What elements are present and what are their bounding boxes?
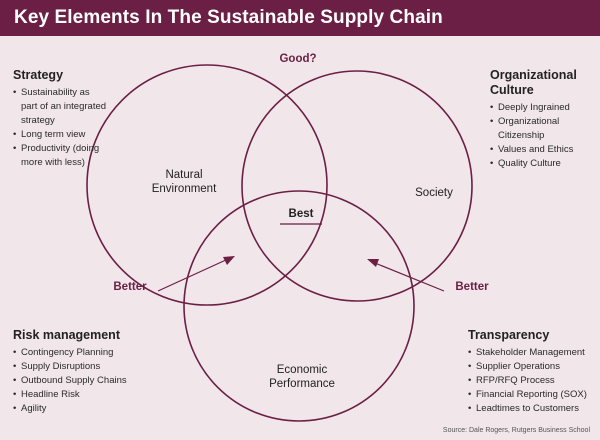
strategy-heading: Strategy bbox=[13, 68, 64, 82]
circle-society bbox=[241, 70, 473, 302]
source-credit: Source: Dale Rogers, Rutgers Business Sc… bbox=[442, 427, 590, 434]
culture-list: Deeply Ingrained OrganizationalCitizensh… bbox=[490, 101, 595, 171]
list-item: Agility bbox=[13, 402, 193, 416]
better-right-arrow-line bbox=[374, 262, 445, 292]
list-item: Stakeholder Management bbox=[468, 346, 598, 360]
label-good: Good? bbox=[279, 53, 316, 65]
label-economic-line2: Performance bbox=[269, 378, 335, 390]
arrowhead-left-icon bbox=[223, 256, 235, 265]
label-natural-line1: Natural bbox=[165, 169, 202, 181]
title-bar: Key Elements In The Sustainable Supply C… bbox=[0, 0, 600, 36]
list-item: Deeply Ingrained bbox=[490, 101, 595, 115]
label-best: Best bbox=[289, 208, 314, 220]
arrowhead-right-icon bbox=[367, 259, 379, 267]
page-title: Key Elements In The Sustainable Supply C… bbox=[14, 7, 443, 28]
list-item: Outbound Supply Chains bbox=[13, 374, 193, 388]
transparency-heading: Transparency bbox=[468, 328, 550, 342]
list-item: Contingency Planning bbox=[13, 346, 193, 360]
list-item: Headline Risk bbox=[13, 388, 193, 402]
list-item: Values and Ethics bbox=[490, 143, 595, 157]
label-society: Society bbox=[415, 187, 453, 199]
better-left-arrow-line bbox=[157, 258, 229, 292]
label-better-right: Better bbox=[455, 281, 489, 293]
circle-natural-environment bbox=[86, 64, 328, 306]
list-item: Supply Disruptions bbox=[13, 360, 193, 374]
label-economic-line1: Economic bbox=[277, 364, 328, 376]
list-item: Long term view bbox=[13, 128, 163, 142]
list-item: Financial Reporting (SOX) bbox=[468, 388, 598, 402]
label-better-left: Better bbox=[113, 281, 147, 293]
risk-heading: Risk management bbox=[13, 328, 120, 342]
label-natural-line2: Environment bbox=[152, 183, 217, 195]
circle-economic-performance bbox=[183, 190, 415, 422]
transparency-list: Stakeholder Management Supplier Operatio… bbox=[468, 346, 598, 416]
transparency-panel: Transparency Stakeholder Management Supp… bbox=[468, 328, 598, 416]
list-item: Quality Culture bbox=[490, 157, 595, 171]
list-item: RFP/RFQ Process bbox=[468, 374, 598, 388]
risk-panel: Risk management Contingency Planning Sup… bbox=[13, 328, 193, 416]
list-item: Supplier Operations bbox=[468, 360, 598, 374]
risk-list: Contingency Planning Supply Disruptions … bbox=[13, 346, 193, 416]
list-item: Leadtimes to Customers bbox=[468, 402, 598, 416]
